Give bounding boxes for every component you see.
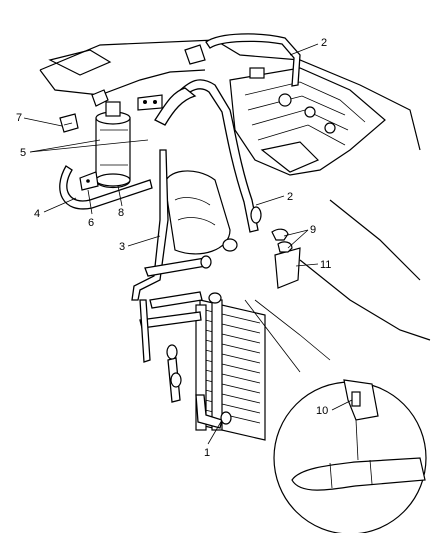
inset-detail [244, 299, 427, 533]
callout-2-middle: 2 [287, 191, 293, 203]
callout-2-top: 2 [321, 37, 327, 49]
callout-3: 3 [119, 241, 125, 253]
callout-5: 5 [20, 147, 26, 159]
callout-8: 8 [118, 207, 124, 219]
pressure-switch [59, 113, 79, 133]
callout-10: 10 [316, 405, 328, 417]
callout-11: 11 [320, 259, 331, 271]
callout-4: 4 [34, 208, 40, 220]
pressure-switch-bracket [91, 89, 163, 111]
heater-housing [164, 170, 231, 255]
condenser [195, 299, 266, 441]
leader-lines [23, 43, 353, 445]
callout-labels: 1 2 2 3 4 5 6 7 8 9 10 11 [16, 37, 331, 459]
receiver-drier [95, 101, 131, 189]
callout-9: 9 [310, 224, 316, 236]
callout-6: 6 [88, 217, 94, 229]
callout-1: 1 [204, 447, 210, 459]
engine-block [229, 67, 386, 176]
line-bracket [271, 228, 301, 289]
ac-lines [59, 33, 301, 429]
engine-bay-background [39, 39, 431, 361]
drier-clamp [79, 171, 99, 191]
callout-7: 7 [16, 112, 22, 124]
